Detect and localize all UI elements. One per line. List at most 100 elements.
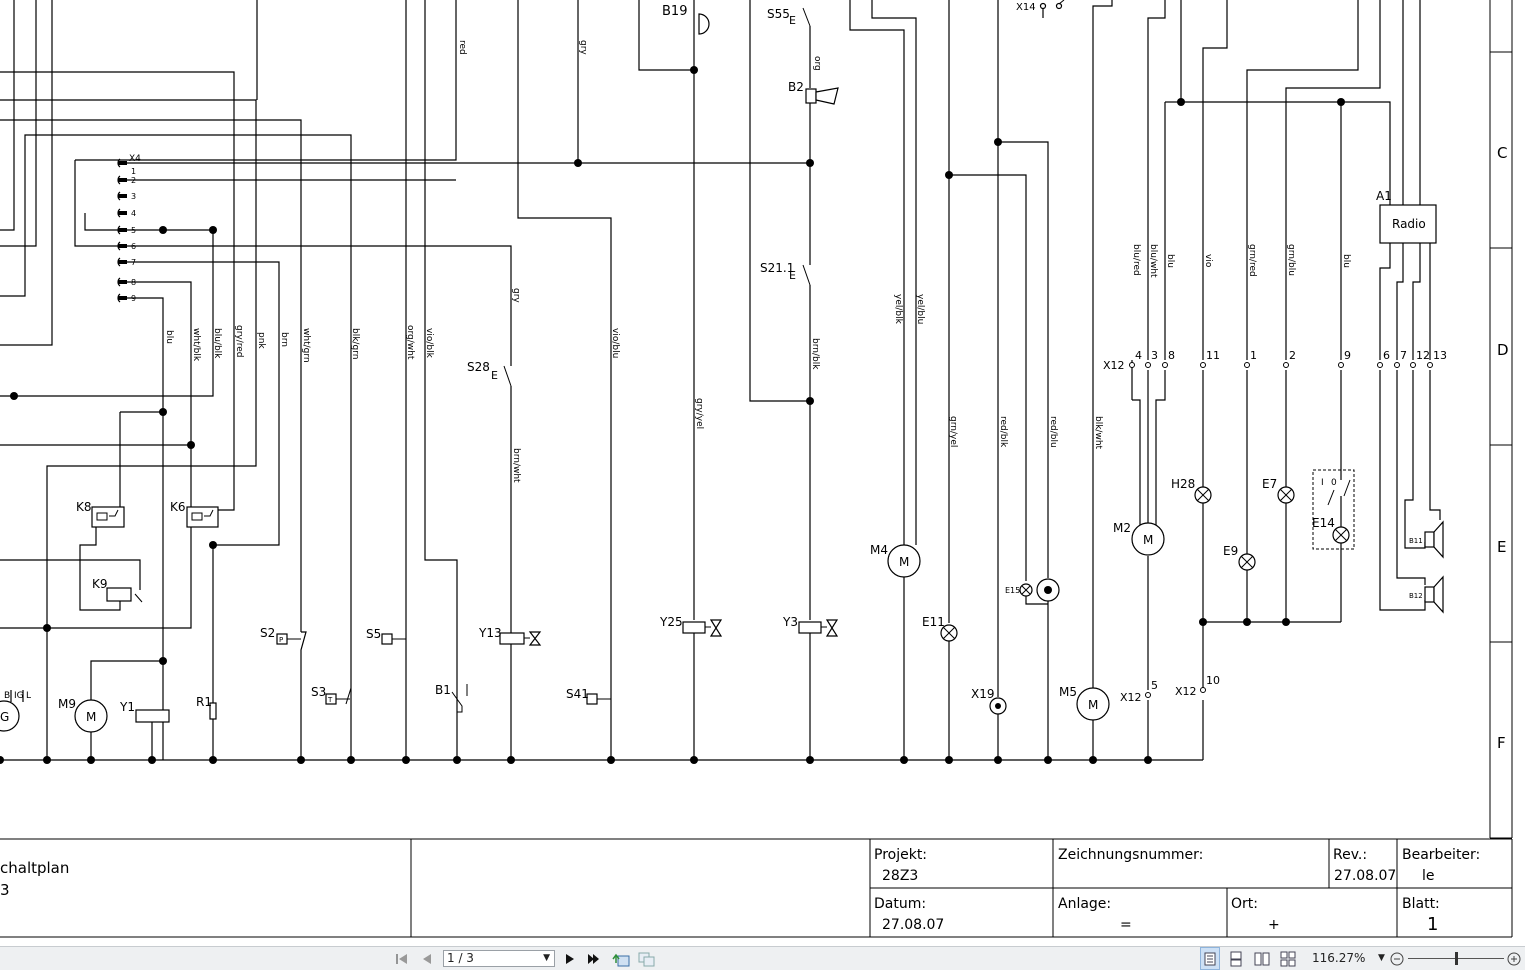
s28-label: S28 [467,360,490,374]
motor-m4: M M4 [849,0,921,760]
x12-terminal [1394,362,1400,368]
ground-junction-dot [453,756,461,764]
continuous-view-button[interactable] [1226,947,1246,970]
wire-color-label: gry [511,288,521,303]
s2-p-letter: P [279,636,283,644]
x4-pin-body [118,260,127,264]
ground-junction-dot [87,756,95,764]
b2-label: B2 [788,80,804,94]
x4-pin-body [118,296,127,300]
x12-terminal-number: 2 [1289,349,1296,362]
x4-pin-body [118,228,127,232]
go-back-button[interactable] [611,947,631,970]
wire-color-label: yel/blk [893,294,903,325]
rev-label: Rev.: [1333,847,1367,863]
wire-color-label: blu/wht [1148,244,1158,278]
relay-k6: K6 [170,500,219,528]
go-forward-button[interactable] [637,947,657,970]
pressure-switch-s2: P S2 [260,626,307,760]
wire-color-label: wht/blk [191,328,201,362]
chevron-down-icon: ▼ [543,953,550,963]
generator-terminal-ig: IG [14,691,24,701]
wire-color-label: blk/wht [1093,416,1103,450]
m9-letter: M [86,710,96,724]
next-page-button[interactable] [561,947,579,970]
title-line-2: 3 [0,881,10,899]
previous-page-button[interactable] [418,947,436,970]
m5-letter: M [1088,698,1098,712]
e11-label: E11 [922,615,945,629]
wire-color-label: grn/yel [948,416,958,447]
single-page-icon [1204,952,1216,965]
x12-terminal-number: 1 [1250,349,1257,362]
x12-terminal-number: 10 [1206,674,1220,687]
x12-terminal-number: 6 [1383,349,1390,362]
x12-terminal [1200,687,1206,693]
facing-view-button[interactable] [1252,947,1272,970]
x4-pin-number: 8 [131,278,136,287]
generator-g: G B IG L [0,690,31,732]
b1-label: B1 [435,683,451,697]
b12-label: B12 [1409,592,1423,600]
s3-label: S3 [311,685,326,699]
continuous-facing-icon [1280,951,1296,966]
continuous-facing-view-button[interactable] [1278,947,1298,970]
m4-letter: M [899,555,909,569]
x4-pin-number: 3 [131,192,136,201]
last-page-button[interactable] [585,947,603,970]
e9-label: E9 [1223,544,1238,558]
wire-color-label: red/blu [1048,416,1058,448]
x4-pin-number: 1 [131,167,136,176]
wire-color-label: brn/wht [511,448,521,483]
zoom-level[interactable]: 116.27% [1312,951,1366,965]
first-page-button[interactable] [393,947,411,970]
x12-terminal [1145,362,1151,368]
ort-value: + [1268,917,1280,933]
wire-color-label: wht/grn [301,328,311,363]
ground-junction-dot [690,756,698,764]
x4-pin-number: 4 [131,209,136,218]
k9-label: K9 [92,577,108,591]
zoom-out-button[interactable] [1389,947,1405,970]
wire-color-label: brn [279,332,289,347]
page-selector[interactable]: 1 / 3 ▼ [443,950,555,967]
x4-pin-number: 6 [131,242,136,251]
s21-1-label: S21.1 [760,261,794,275]
zoom-dropdown-chevron-icon[interactable]: ▼ [1378,953,1385,963]
x12-terminal [1162,362,1168,368]
m5-label: M5 [1059,685,1077,699]
blatt-label: Blatt: [1402,896,1440,912]
s28-e: E [491,369,498,382]
zoom-slider-thumb[interactable] [1454,952,1458,965]
resistor-r1: R1 [196,695,217,720]
wire-color-label: pnk [256,332,266,349]
ground-junction-dot [209,756,217,764]
m2-label: M2 [1113,521,1131,535]
wire-color-label: grn/red [1247,244,1257,277]
x12-terminal-number: 4 [1135,349,1142,362]
ort-label: Ort: [1231,896,1258,912]
x12-terminal [1410,362,1416,368]
wire-color-label: brn/blk [810,338,820,370]
anlage-label: Anlage: [1058,896,1111,912]
datum-label: Datum: [874,896,926,912]
b11-label: B11 [1409,537,1423,545]
ground-junction-dot [347,756,355,764]
datum-value: 27.08.07 [882,917,944,933]
wire-color-label: blu [164,330,174,344]
continuous-page-icon [1230,951,1242,966]
x14-label: X14 [1016,2,1036,13]
e14-switch-i: I [1321,478,1324,488]
circuit-e11-e15-x19: E11 E15 X19 [922,0,1060,760]
s55-label: S55 [767,7,790,21]
zoom-in-button[interactable] [1506,947,1522,970]
zoom-in-icon [1507,952,1521,965]
zeichnung-label: Zeichnungsnummer: [1058,847,1203,863]
single-page-view-button[interactable] [1200,947,1220,970]
next-page-icon [566,953,574,964]
x12-terminal [1427,362,1433,368]
x12-terminal-number: 3 [1151,349,1158,362]
blatt-value: 1 [1427,914,1438,935]
go-back-icon [612,953,630,966]
